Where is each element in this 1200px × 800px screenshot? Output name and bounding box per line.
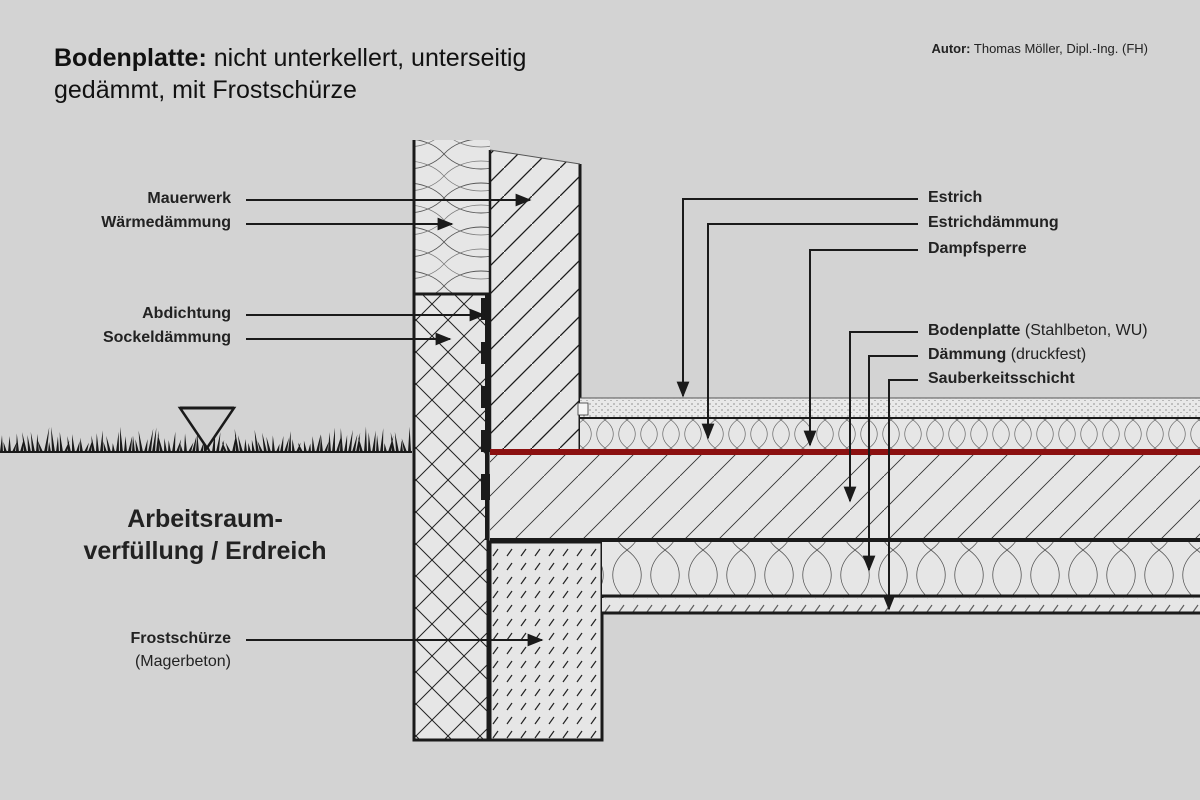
ground-surface [0, 426, 412, 453]
label-daemmung-note: (druckfest) [1010, 346, 1087, 363]
label-abdichtung: Abdichtung [142, 305, 231, 322]
label-estrich: Estrich [928, 189, 983, 206]
backfill-line2: verfüllung / Erdreich [83, 537, 327, 565]
label-sockeldaemmung: Sockeldämmung [102, 329, 231, 346]
title-line1: nicht unterkellert, unterseitig [213, 44, 527, 72]
author-label: Autor: [931, 41, 971, 56]
backfill-line1: Arbeitsraum- [127, 505, 283, 533]
title-bold: Bodenplatte: [54, 44, 207, 72]
leader-dampfsperre [803, 249, 918, 447]
label-sauberkeitsschicht: Sauberkeitsschicht [928, 370, 1075, 387]
leader-bodenplatte [843, 331, 918, 503]
author-name: Thomas Möller, Dipl.-Ing. (FH) [973, 41, 1148, 56]
leaders-left [246, 193, 544, 647]
page-title: Bodenplatte: nicht unterkellert, unterse… [54, 42, 526, 106]
label-frostschuerze: Frostschürze [130, 630, 231, 647]
label-estrichdaemmung: Estrichdämmung [928, 214, 1059, 231]
label-frostschuerze-note: (Magerbeton) [134, 653, 231, 670]
label-bodenplatte-note: (Stahlbeton, WU) [1024, 322, 1148, 339]
label-mauerwerk: Mauerwerk [147, 190, 231, 207]
grass-icon [0, 426, 411, 452]
leader-estrich [676, 198, 918, 398]
leader-sauberkeitsschicht [882, 379, 918, 611]
leader-daemmung [862, 355, 918, 572]
leader-estrichdaemmung [701, 223, 918, 440]
label-daemmung-name: Dämmung [928, 346, 1007, 363]
title-line2: gedämmt, mit Frostschürze [54, 76, 357, 104]
leaders-right [676, 198, 918, 611]
backfill-label: Arbeitsraum- verfüllung / Erdreich [70, 503, 340, 567]
label-bodenplatte: Bodenplatte (Stahlbeton, WU) [928, 322, 1148, 340]
ground-level-marker-icon [177, 406, 237, 451]
label-waermedaemmung: Wärmedämmung [101, 214, 231, 231]
label-dampfsperre: Dampfsperre [928, 240, 1027, 257]
label-bodenplatte-name: Bodenplatte [928, 322, 1021, 339]
label-daemmung: Dämmung (druckfest) [928, 346, 1086, 364]
author-credit: Autor: Thomas Möller, Dipl.-Ing. (FH) [932, 41, 1148, 56]
